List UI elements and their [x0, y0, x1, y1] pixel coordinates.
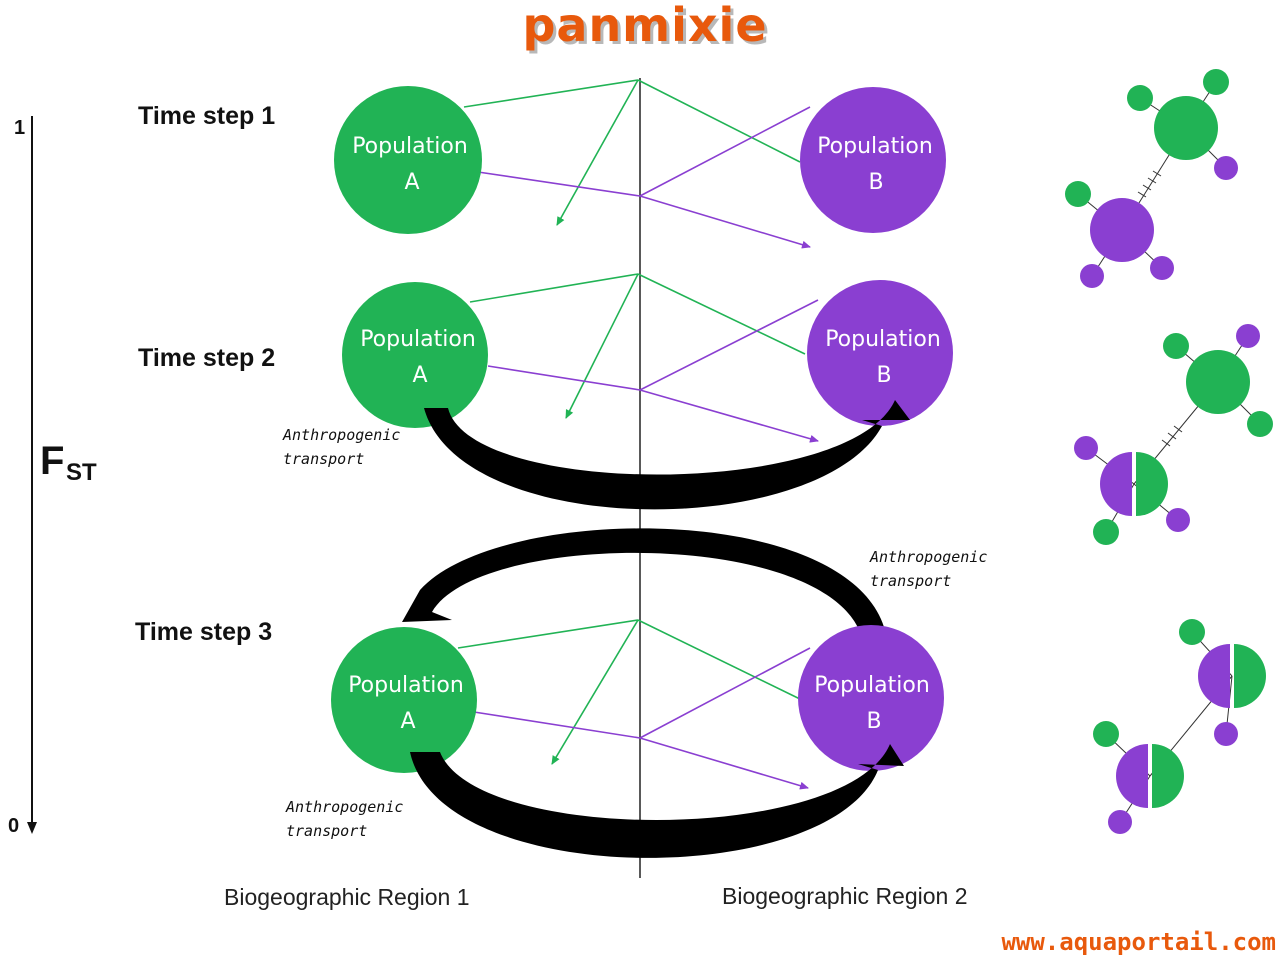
- transport-arrow-a-to-b: [424, 400, 910, 510]
- network-diagram-2: [1074, 324, 1273, 545]
- fst-axis: 1 0 F ST: [8, 116, 97, 837]
- transport-label-line1: Anthropogenic: [285, 798, 403, 816]
- transport-label-line2: transport: [286, 822, 367, 840]
- watermark: www.aquaportail.com: [1001, 928, 1276, 956]
- time-step-3: Time step 3 Anthropogenic transport Popu…: [135, 528, 987, 858]
- population-a-name: Population: [352, 134, 468, 159]
- axis-top-value: 1: [14, 117, 25, 139]
- time-step-label: Time step 1: [138, 102, 275, 130]
- transport-arrow-a-to-b: [410, 744, 904, 858]
- network-diagram-3: [1093, 619, 1266, 834]
- population-b-circle: [800, 87, 946, 233]
- time-step-label: Time step 2: [138, 344, 275, 372]
- population-a-circle: [334, 86, 482, 234]
- transport-label-line2: transport: [870, 572, 951, 590]
- population-b-name: Population: [817, 134, 933, 159]
- population-b-letter: B: [868, 170, 883, 195]
- transport-label-line2: transport: [283, 450, 364, 468]
- population-a-letter: A: [400, 709, 415, 734]
- population-a-name: Population: [348, 673, 464, 698]
- axis-label-subscript: ST: [66, 459, 97, 486]
- time-step-1: Time step 1 Population A Population B: [138, 79, 946, 249]
- population-b-name: Population: [825, 327, 941, 352]
- title-shadow: panmixie: [525, 1, 770, 55]
- time-step-2: Time step 2 Population A Population B An…: [138, 273, 953, 510]
- population-b-circle: [807, 280, 953, 426]
- population-a-name: Population: [360, 327, 476, 352]
- transport-label-line1: Anthropogenic: [282, 426, 400, 444]
- region-1-label: Biogeographic Region 1: [224, 884, 470, 910]
- transport-arrow-b-to-a: [402, 528, 888, 648]
- diagram-title: panmixie: [522, 0, 767, 52]
- population-a-circle: [331, 627, 477, 773]
- population-a-letter: A: [412, 363, 427, 388]
- transport-label-line1: Anthropogenic: [869, 548, 987, 566]
- axis-bottom-value: 0: [8, 815, 19, 837]
- population-a-circle: [342, 282, 488, 428]
- network-diagram-1: [1065, 69, 1238, 288]
- population-b-name: Population: [814, 673, 930, 698]
- population-b-letter: B: [876, 363, 891, 388]
- population-b-circle: [798, 625, 944, 771]
- population-a-letter: A: [404, 170, 419, 195]
- population-b-letter: B: [866, 709, 881, 734]
- axis-label: F: [40, 439, 64, 483]
- time-step-label: Time step 3: [135, 618, 272, 646]
- region-2-label: Biogeographic Region 2: [722, 883, 968, 909]
